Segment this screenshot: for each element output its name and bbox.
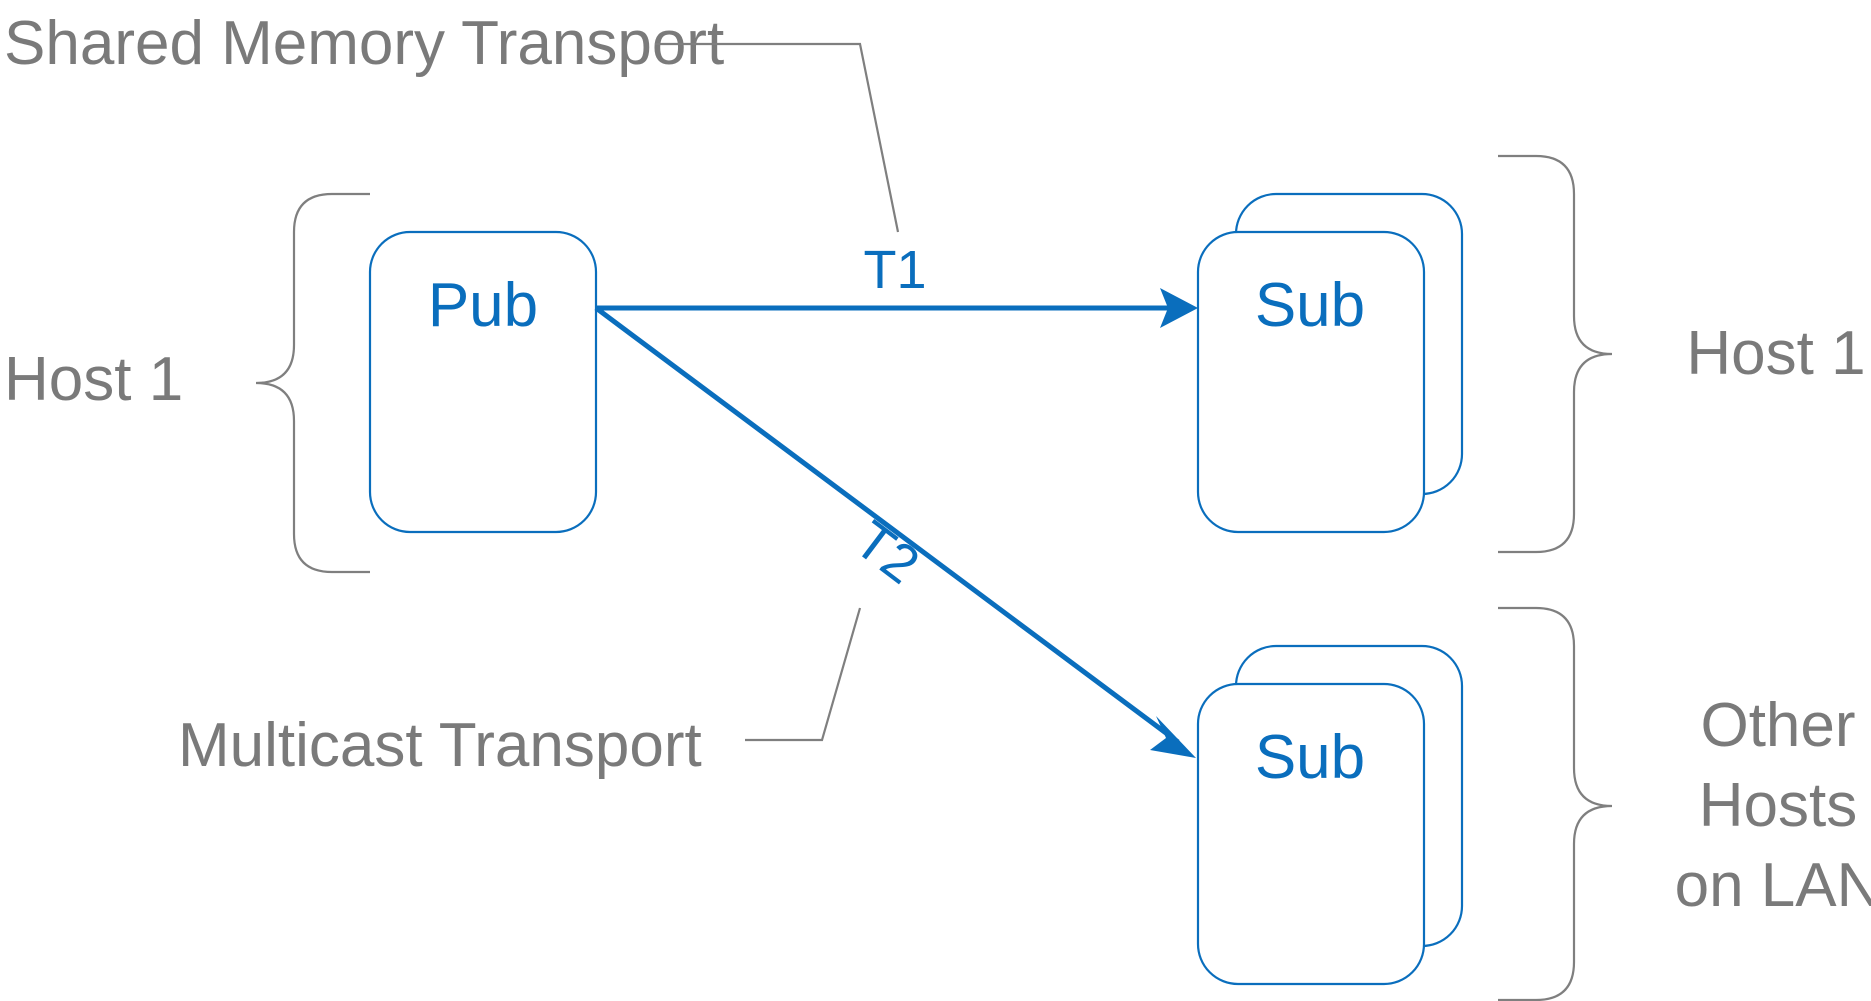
left-host-brace (255, 192, 370, 574)
t2-arrow (594, 305, 1180, 745)
other-hosts-label-line3: on LAN (1675, 851, 1871, 920)
right-host-brace (1498, 154, 1613, 554)
publisher-label: Pub (428, 271, 538, 340)
t1-topic-label: T1 (863, 240, 926, 300)
host-right-label: Host 1 (1686, 319, 1865, 388)
t2-topic-label: T2 (844, 510, 930, 596)
multicast-transport-label: Multicast Transport (178, 711, 702, 780)
other-hosts-label-line2: Hosts (1699, 771, 1857, 840)
t2-arrowhead (1150, 716, 1196, 758)
shared-memory-leader-line (655, 42, 900, 233)
subscriber-top-label: Sub (1255, 271, 1365, 340)
shared-memory-transport-label: Shared Memory Transport (4, 9, 724, 78)
publisher-box (368, 230, 598, 534)
other-hosts-label-line1: Other (1700, 691, 1855, 760)
subscriber-bottom-box (1196, 682, 1426, 986)
subscriber-bottom-label: Sub (1255, 723, 1365, 792)
other-hosts-brace (1498, 606, 1613, 1001)
host-left-label: Host 1 (4, 345, 183, 414)
subscriber-top-box (1196, 230, 1426, 534)
multicast-leader-line (745, 607, 862, 742)
t1-arrowhead (1160, 288, 1198, 328)
